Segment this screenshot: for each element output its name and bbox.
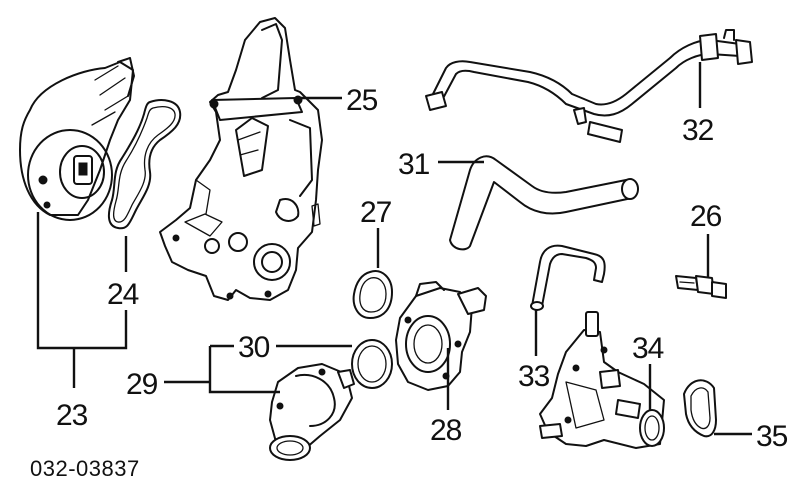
callout-35: 35 <box>756 420 788 453</box>
callout-27: 27 <box>360 196 392 229</box>
part-24-gasket <box>107 99 182 230</box>
callout-25: 25 <box>346 84 378 117</box>
leader-lines <box>36 62 752 436</box>
part-32-pipe <box>425 29 753 143</box>
callout-31: 31 <box>398 148 430 181</box>
part-29-thermostat-cover <box>269 363 355 461</box>
part-31-hose <box>449 155 639 251</box>
part-33-hose <box>530 244 606 311</box>
callout-28: 28 <box>430 414 462 447</box>
callout-34: 34 <box>632 332 664 365</box>
callout-33: 33 <box>518 360 550 393</box>
diagram-code: 032-03837 <box>30 456 140 481</box>
part-28-thermostat-housing <box>395 281 487 391</box>
part-30-ring <box>351 339 393 389</box>
callout-labels: 23 24 25 26 27 28 29 30 31 32 33 34 35 <box>56 84 789 453</box>
callout-30: 30 <box>238 331 270 364</box>
callout-23: 23 <box>56 399 88 432</box>
callout-26: 26 <box>690 200 722 233</box>
part-23-water-pump <box>19 57 135 221</box>
callout-24: 24 <box>107 278 139 311</box>
part-27-o-ring <box>352 270 393 319</box>
callout-32: 32 <box>682 114 714 147</box>
part-26-sensor <box>675 275 727 299</box>
part-35-seal <box>683 379 717 438</box>
part-34-outlet <box>539 311 665 449</box>
part-25-front-cover <box>159 17 323 301</box>
callout-29: 29 <box>126 368 158 401</box>
